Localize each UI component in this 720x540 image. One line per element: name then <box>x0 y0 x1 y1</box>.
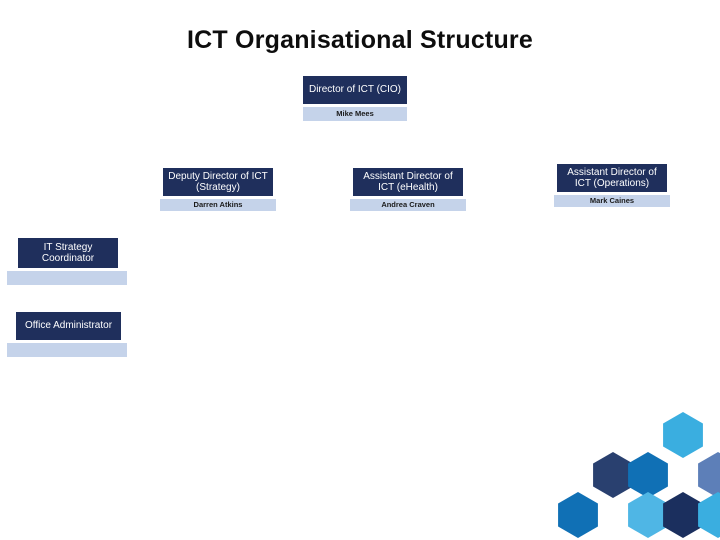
org-node-office-administrator-title: Office Administrator <box>16 312 121 340</box>
hexagon-shape-1 <box>593 452 633 498</box>
org-node-it-strategy-coordinator[interactable]: IT Strategy Coordinator <box>7 238 134 288</box>
org-node-cio-title: Director of ICT (CIO) <box>303 76 407 104</box>
hexagon-shape-5 <box>628 492 668 538</box>
org-node-it-strategy-coordinator-title: IT Strategy Coordinator <box>18 238 118 268</box>
page-title: ICT Organisational Structure <box>187 26 533 54</box>
org-node-deputy-strategy-title: Deputy Director of ICT (Strategy) <box>163 168 273 196</box>
hexagon-shape-3 <box>698 452 720 498</box>
org-node-cio-name: Mike Mees <box>303 107 407 121</box>
org-node-ad-ehealth-name: Andrea Craven <box>350 199 466 211</box>
hexagon-honeycomb-decoration <box>558 412 720 538</box>
org-node-office-administrator[interactable]: Office Administrator <box>7 312 134 360</box>
org-node-deputy-strategy[interactable]: Deputy Director of ICT (Strategy) Darren… <box>160 168 284 218</box>
org-node-ad-ehealth[interactable]: Assistant Director of ICT (eHealth) Andr… <box>350 168 474 218</box>
org-node-ad-operations-title: Assistant Director of ICT (Operations) <box>557 164 667 192</box>
org-node-ad-ehealth-title: Assistant Director of ICT (eHealth) <box>353 168 463 196</box>
org-node-office-administrator-name <box>7 343 127 357</box>
org-node-cio[interactable]: Director of ICT (CIO) Mike Mees <box>303 76 407 130</box>
org-node-deputy-strategy-name: Darren Atkins <box>160 199 276 211</box>
org-node-ad-operations-name: Mark Caines <box>554 195 670 207</box>
hexagon-shape-2 <box>628 452 668 498</box>
hexagon-shape-4 <box>558 492 598 538</box>
hexagon-shape-7 <box>698 492 720 538</box>
hexagon-shape-6 <box>663 492 703 538</box>
hexagon-shape-0 <box>663 412 703 458</box>
org-node-ad-operations[interactable]: Assistant Director of ICT (Operations) M… <box>554 164 678 214</box>
org-node-it-strategy-coordinator-name <box>7 271 127 285</box>
